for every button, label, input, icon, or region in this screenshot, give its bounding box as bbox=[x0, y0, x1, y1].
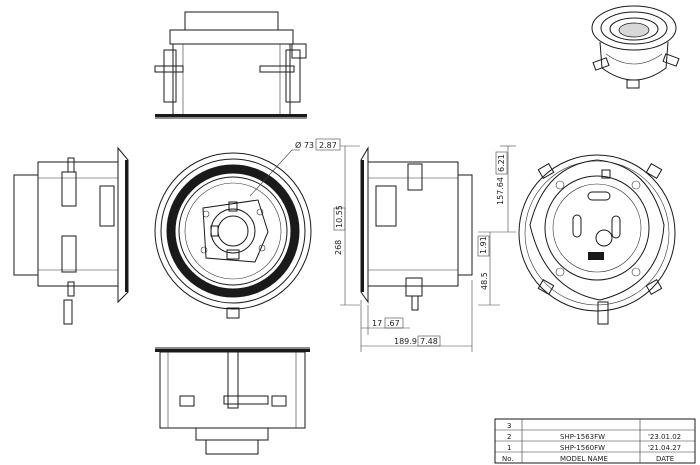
dimension-lines: 268 10.55 157.64 6.21 48.5 1.91 17 .67 1… bbox=[333, 145, 516, 352]
dim-upper-height: 157.64 bbox=[496, 177, 505, 205]
rev-header-model: MODEL NAME bbox=[560, 455, 608, 463]
right-side-view bbox=[360, 146, 473, 311]
dim-depth: 189.9 bbox=[394, 337, 417, 346]
back-view bbox=[518, 154, 676, 325]
rev-row-1-date: '21.04.27 bbox=[648, 444, 681, 452]
dim-total-height-inch: 10.55 bbox=[335, 205, 344, 228]
rev-row-2-no: 2 bbox=[507, 433, 511, 441]
rev-header-no: No. bbox=[502, 455, 514, 463]
isometric-view bbox=[591, 5, 680, 89]
bottom-elevation-view bbox=[155, 347, 310, 455]
top-elevation-view bbox=[154, 11, 307, 119]
rev-row-1-model: SHP-1560FW bbox=[560, 444, 605, 452]
dim-upper-height-inch: 6.21 bbox=[497, 154, 506, 172]
revision-table: 3 2 SHP-1563FW '23.01.02 1 SHP-1560FW '2… bbox=[494, 418, 696, 464]
rev-row-1-no: 1 bbox=[507, 444, 511, 452]
dim-lower-height-inch: 1.91 bbox=[479, 236, 488, 254]
left-side-view bbox=[13, 146, 129, 325]
dim-lower-height: 48.5 bbox=[480, 272, 489, 290]
front-view: Ø 73 2.87 bbox=[154, 138, 341, 319]
dim-flange: 17 bbox=[372, 319, 382, 328]
rev-row-2-date: '23.01.02 bbox=[648, 433, 681, 441]
dim-hole-dia-inch: 2.87 bbox=[319, 141, 337, 150]
rev-header-date: DATE bbox=[656, 455, 674, 463]
dim-total-height: 268 bbox=[334, 240, 343, 255]
rev-row-3-no: 3 bbox=[507, 422, 511, 430]
rev-row-2-model: SHP-1563FW bbox=[560, 433, 605, 441]
dim-flange-inch: .67 bbox=[387, 319, 400, 328]
dim-hole-dia: Ø 73 bbox=[295, 140, 314, 150]
dim-depth-inch: 7.48 bbox=[420, 337, 438, 346]
